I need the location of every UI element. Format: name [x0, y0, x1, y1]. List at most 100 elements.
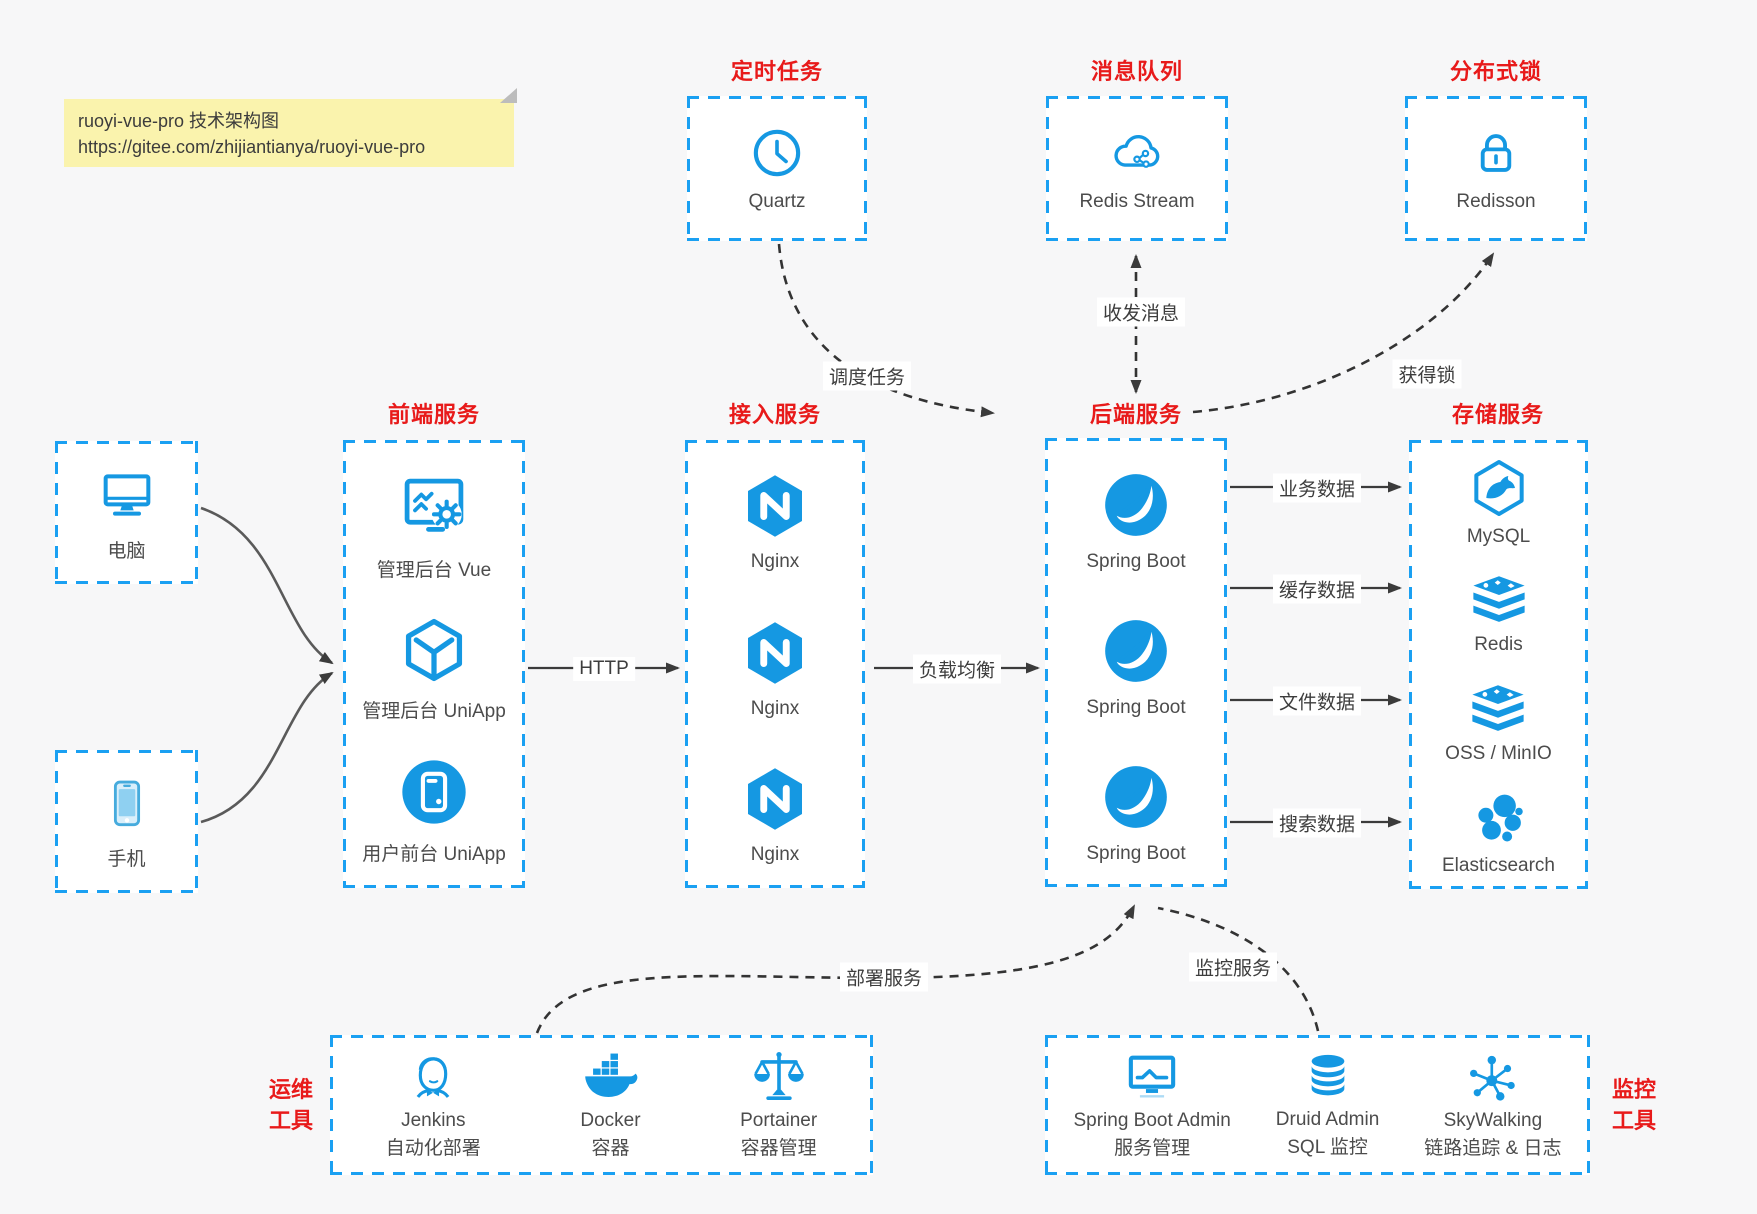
portainer-name: Portainer — [740, 1110, 818, 1131]
backend-box: Spring Boot Spring Boot Spring Boot — [1045, 438, 1227, 887]
spring-boot-icon — [1099, 760, 1173, 834]
redis-stream-cloud-icon — [1106, 124, 1168, 182]
nginx-node: Nginx — [739, 763, 811, 866]
redis-stream-label: Redis Stream — [1079, 191, 1195, 212]
redis-node: Redis — [1469, 572, 1529, 656]
nginx-label: Nginx — [750, 551, 800, 572]
nginx-icon — [739, 617, 811, 689]
spring-boot-node: Spring Boot — [1086, 614, 1186, 719]
skywalking-desc: 链路追踪 & 日志 — [1424, 1138, 1562, 1159]
portainer-icon — [750, 1048, 808, 1106]
edge-label-load-balance: 负载均衡 — [912, 654, 1002, 684]
monitor-tools-box: Spring Boot Admin 服务管理 Druid Admin SQL 监… — [1045, 1035, 1590, 1175]
edge-label-deploy: 部署服务 — [839, 962, 929, 992]
admin-vue-node: 管理后台 Vue — [377, 470, 491, 582]
spring-boot-label: Spring Boot — [1086, 697, 1186, 718]
clock-icon — [748, 124, 806, 182]
mysql-icon — [1467, 456, 1531, 520]
group-title-message-queue: 消息队列 — [1090, 59, 1184, 84]
nginx-icon — [739, 763, 811, 835]
oss-minio-label: OSS / MinIO — [1445, 742, 1552, 764]
elasticsearch-node: Elasticsearch — [1442, 789, 1555, 877]
edge-label-messaging: 收发消息 — [1096, 297, 1186, 327]
edge-label-monitor: 监控服务 — [1188, 952, 1278, 982]
user-uniapp-label: 用户前台 UniApp — [362, 844, 506, 865]
edge-label-biz-data: 业务数据 — [1272, 473, 1362, 503]
docker-name: Docker — [580, 1110, 641, 1131]
nginx-label: Nginx — [750, 844, 800, 865]
skywalking-node: SkyWalking 链路追踪 & 日志 — [1424, 1048, 1561, 1162]
mysql-label: MySQL — [1466, 526, 1531, 547]
spring-boot-node: Spring Boot — [1086, 468, 1186, 573]
redis-label: Redis — [1474, 634, 1523, 656]
group-title-backend: 后端服务 — [1089, 402, 1183, 427]
user-uniapp-node: 用户前台 UniApp — [362, 754, 506, 866]
admin-vue-icon — [396, 470, 472, 546]
note-url: https://gitee.com/zhijiantianya/ruoyi-vu… — [78, 137, 426, 157]
computer-box: 电脑 — [55, 441, 198, 584]
elasticsearch-icon — [1469, 789, 1529, 849]
oss-node: OSS / MinIO — [1445, 681, 1552, 765]
redisson-label: Redisson — [1456, 191, 1536, 212]
lock-icon — [1467, 124, 1525, 182]
admin-uniapp-node: 管理后台 UniApp — [362, 613, 506, 723]
jenkins-icon — [404, 1048, 462, 1106]
docker-node: Docker 容器 — [580, 1048, 641, 1162]
druid-icon — [1300, 1049, 1356, 1105]
skywalking-name: SkyWalking — [1443, 1110, 1543, 1131]
admin-vue-label: 管理后台 Vue — [376, 560, 492, 581]
docker-icon — [581, 1048, 639, 1106]
portainer-node: Portainer 容器管理 — [740, 1048, 817, 1162]
phone-icon — [96, 773, 158, 835]
gateway-box: Nginx Nginx Nginx — [685, 440, 865, 888]
redisson-box: Redisson — [1405, 96, 1587, 241]
skywalking-icon — [1464, 1048, 1522, 1106]
ops-tools-box: Jenkins 自动化部署 Docker 容器 — [330, 1035, 873, 1175]
spring-boot-icon — [1099, 614, 1173, 688]
spring-boot-admin-name: Spring Boot Admin — [1073, 1110, 1231, 1131]
nginx-node: Nginx — [739, 470, 811, 573]
group-title-gateway: 接入服务 — [728, 402, 822, 427]
ops-tools-label: 运维 工具 — [268, 1077, 313, 1133]
edge-label-search-data: 搜索数据 — [1272, 808, 1362, 838]
note-fold-corner — [500, 88, 517, 103]
monitor-tools-label: 监控 工具 — [1611, 1077, 1656, 1133]
spring-boot-admin-node: Spring Boot Admin 服务管理 — [1073, 1048, 1231, 1162]
edge-label-cache-data: 缓存数据 — [1272, 574, 1362, 604]
docker-desc: 容器 — [591, 1138, 630, 1159]
edge-label-http: HTTP — [573, 657, 635, 681]
spring-boot-node: Spring Boot — [1086, 760, 1186, 865]
nginx-label: Nginx — [750, 697, 800, 719]
quartz-label: Quartz — [748, 191, 806, 212]
spring-boot-label: Spring Boot — [1086, 843, 1186, 864]
spring-boot-admin-icon — [1121, 1048, 1183, 1106]
nginx-node: Nginx — [739, 617, 811, 720]
druid-node: Druid Admin SQL 监控 — [1275, 1049, 1380, 1161]
spring-boot-label: Spring Boot — [1086, 551, 1186, 572]
user-app-icon — [396, 754, 472, 830]
oss-icon — [1468, 681, 1528, 737]
spring-boot-admin-desc: 服务管理 — [1114, 1138, 1191, 1159]
phone-label: 手机 — [107, 848, 146, 870]
redis-stream-box: Redis Stream — [1046, 96, 1228, 241]
frontend-box: 管理后台 Vue 管理后台 UniApp 用户前台 UniApp — [343, 440, 525, 888]
edge-label-acquire-lock: 获得锁 — [1392, 359, 1462, 389]
jenkins-name: Jenkins — [401, 1110, 466, 1131]
note-title: ruoyi-vue-pro 技术架构图 — [78, 111, 280, 131]
phone-box: 手机 — [55, 750, 198, 893]
storage-box: MySQL Redis — [1409, 440, 1588, 889]
druid-name: Druid Admin — [1275, 1109, 1380, 1130]
portainer-desc: 容器管理 — [740, 1138, 817, 1159]
redis-icon — [1469, 572, 1529, 628]
uniapp-cube-icon — [397, 613, 471, 687]
computer-label: 电脑 — [107, 540, 146, 562]
jenkins-node: Jenkins 自动化部署 — [386, 1048, 481, 1162]
computer-icon — [95, 463, 159, 527]
spring-boot-icon — [1099, 468, 1173, 542]
group-title-storage: 存储服务 — [1451, 402, 1545, 427]
mysql-node: MySQL — [1467, 456, 1531, 548]
group-title-frontend: 前端服务 — [387, 402, 481, 427]
elasticsearch-label: Elasticsearch — [1442, 854, 1555, 876]
edge-label-dispatch: 调度任务 — [822, 361, 912, 391]
